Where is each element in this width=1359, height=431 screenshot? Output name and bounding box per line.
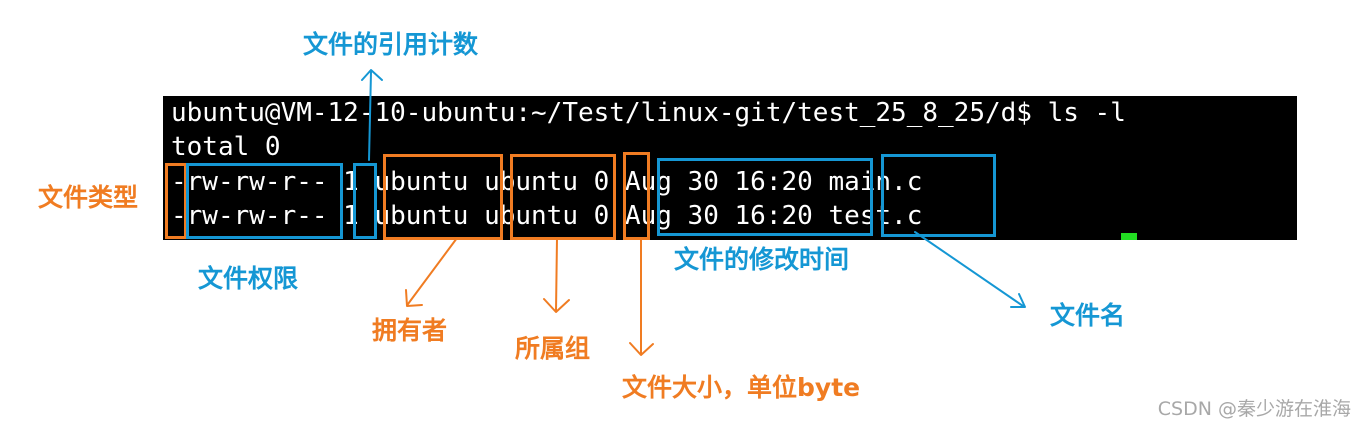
group-box bbox=[510, 154, 616, 240]
watermark: CSDN @秦少游在淮海 bbox=[1157, 398, 1351, 420]
permissions-box bbox=[186, 163, 343, 239]
size-box bbox=[623, 152, 650, 240]
owner-box bbox=[383, 154, 503, 240]
terminal-command-line: ubuntu@VM-12-10-ubuntu:~/Test/linux-git/… bbox=[171, 98, 1126, 128]
label-filename: 文件名 bbox=[1050, 301, 1126, 330]
terminal-cursor bbox=[1121, 233, 1137, 240]
filename-arrow bbox=[914, 231, 1026, 308]
label-size: 文件大小，单位byte bbox=[622, 373, 861, 402]
link-count-box bbox=[353, 163, 377, 239]
label-owner: 拥有者 bbox=[372, 316, 448, 345]
label-mtime: 文件的修改时间 bbox=[674, 245, 850, 274]
mtime-box bbox=[657, 158, 873, 236]
terminal-total-line: total 0 bbox=[171, 132, 281, 162]
label-link-count: 文件的引用计数 bbox=[303, 30, 479, 59]
label-group: 所属组 bbox=[515, 334, 591, 363]
owner-arrow bbox=[405, 237, 458, 307]
link-count-arrow bbox=[361, 69, 383, 161]
label-permissions: 文件权限 bbox=[198, 264, 299, 293]
group-arrow bbox=[543, 237, 570, 313]
size-arrow bbox=[629, 239, 654, 356]
terminal-window: ubuntu@VM-12-10-ubuntu:~/Test/linux-git/… bbox=[163, 96, 1297, 240]
file-type-box bbox=[165, 163, 187, 239]
terminal-file-row-main: -rw-rw-r-- 1 ubuntu ubuntu 0 Aug 30 16:2… bbox=[171, 167, 923, 197]
filename-box bbox=[881, 154, 996, 237]
label-file-type: 文件类型 bbox=[38, 183, 139, 212]
